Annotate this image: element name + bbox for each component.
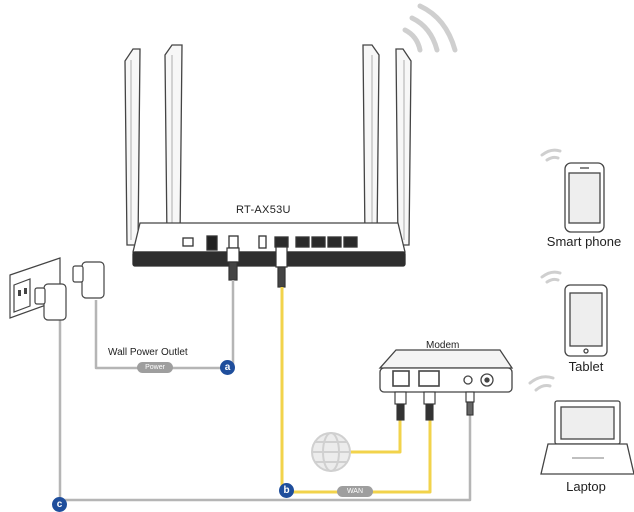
smart-phone-wifi-icon [540,148,562,162]
router-back-panel [182,235,358,251]
router [124,44,412,267]
router-model-label: RT-AX53U [236,204,291,216]
smart-phone-label: Smart phone [546,234,622,249]
step-badge-a: a [220,360,235,375]
router-body [132,222,406,267]
step-badge-b: b [279,483,294,498]
internet-globe-icon [311,432,351,472]
internet-ethernet-cable [350,420,402,454]
modem-ethernet-plugs [394,391,475,421]
modem [378,349,514,393]
smart-phone-icon [564,162,605,233]
wall-power-outlet-label: Wall Power Outlet [108,347,188,358]
router-antenna-right-outer [395,48,412,246]
router-antenna-right-inner [362,44,380,241]
step-badge-c: c [52,497,67,512]
modem-label: Modem [426,340,460,351]
router-wifi-waves-icon [402,3,458,53]
tablet-label: Tablet [568,359,604,374]
power-cable-label: Power [137,362,173,373]
power-adapter-router [72,261,105,299]
router-power-plug [226,247,240,281]
laptop-icon [540,400,634,475]
wan-cable-label: WAN [337,486,373,497]
router-antenna-left-outer [124,48,141,246]
router-antenna-left-inner [164,44,183,241]
tablet-icon [564,284,608,357]
laptop-label: Laptop [566,479,606,494]
router-wan-plug [275,246,288,288]
laptop-wifi-icon [528,375,555,392]
tablet-wifi-icon [540,270,562,284]
power-adapter-modem [34,283,67,321]
modem-power-cable [58,320,472,502]
